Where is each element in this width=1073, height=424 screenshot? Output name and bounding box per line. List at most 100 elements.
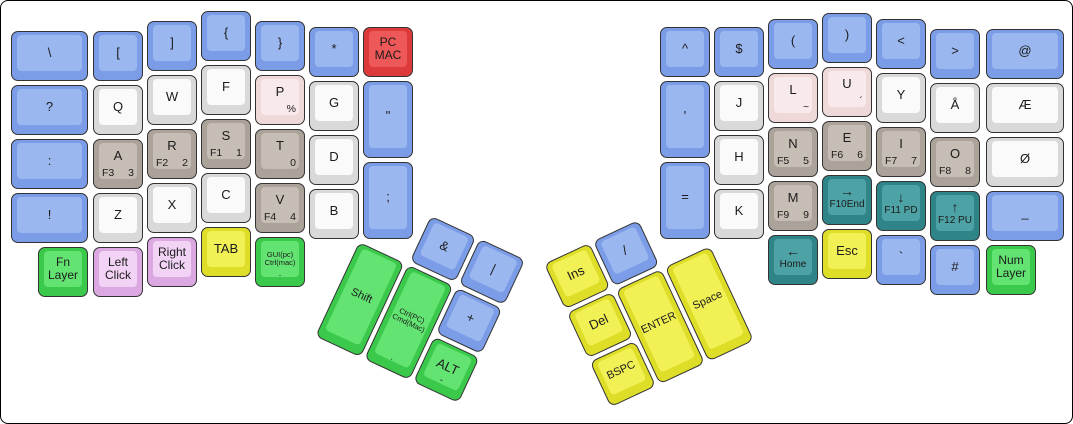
keycap-top: ^: [666, 31, 704, 67]
key-legend: K: [734, 202, 744, 218]
key-open-brace[interactable]: {: [201, 11, 251, 61]
key-open-bracket[interactable]: [: [93, 31, 143, 81]
key-greater-than[interactable]: >: [930, 29, 980, 79]
key-a-ring[interactable]: Å: [930, 83, 980, 133]
key-f[interactable]: F: [201, 65, 251, 115]
keycap-top: GUI(pc)Ctrl(mac).: [261, 241, 299, 278]
key-g[interactable]: G: [309, 81, 359, 131]
key-sublegend-right: 6: [857, 148, 863, 161]
key-asterisk[interactable]: *: [309, 27, 359, 77]
key-legend-line: PC: [379, 35, 397, 50]
key-sublegend-center: F11 PD: [884, 204, 918, 216]
key-legend: V: [275, 192, 285, 208]
keycap-top: !: [17, 197, 82, 233]
key-x[interactable]: X: [147, 183, 197, 233]
key-home[interactable]: ←Home: [768, 235, 818, 285]
key-open-paren[interactable]: (: [768, 19, 818, 69]
key-less-than[interactable]: <: [876, 19, 926, 69]
key-l[interactable]: L~: [768, 73, 818, 123]
key-legend: ': [683, 108, 687, 124]
key-h[interactable]: H: [714, 135, 764, 185]
key-c[interactable]: C: [201, 173, 251, 223]
key-esc[interactable]: Esc: [822, 229, 872, 279]
key-hash[interactable]: #: [930, 245, 980, 295]
keycap-top: |: [468, 244, 519, 294]
key-y[interactable]: Y: [876, 73, 926, 123]
key-f11-pd[interactable]: ↓F11 PD: [876, 181, 926, 231]
key-backtick[interactable]: `: [876, 235, 926, 285]
key-ae[interactable]: Æ: [986, 83, 1064, 133]
key-legend: Y: [896, 86, 906, 102]
keycap-top: P%: [261, 79, 299, 115]
keycap-top: Esc: [828, 233, 866, 269]
key-close-brace[interactable]: }: [255, 21, 305, 71]
key-caret[interactable]: ^: [660, 27, 710, 77]
key-sublegend-left: F2: [156, 156, 169, 169]
key-o-slash[interactable]: Ø: [986, 137, 1064, 187]
keycap-top: TAB: [207, 231, 245, 267]
key-f10-end[interactable]: →F10End: [822, 175, 872, 225]
key-semicolon[interactable]: ;: [363, 162, 413, 239]
keycap-top: ?: [17, 89, 82, 125]
key-d[interactable]: D: [309, 135, 359, 185]
key-legend-line: Layer: [47, 268, 79, 282]
key-dollar[interactable]: $: [714, 27, 764, 77]
keycap-top: →F10End: [828, 179, 866, 215]
key-apostrophe[interactable]: ': [660, 81, 710, 158]
key-w[interactable]: W: [147, 75, 197, 125]
keycap-top: _: [992, 195, 1058, 231]
keycap-top: $: [720, 31, 758, 67]
key-b[interactable]: B: [309, 189, 359, 239]
key-double-quote[interactable]: ": [363, 81, 413, 158]
key-legend: P: [275, 84, 285, 100]
key-at-sign[interactable]: @: [986, 29, 1064, 79]
keycap-top: Ø: [992, 141, 1058, 177]
key-question[interactable]: ?: [11, 85, 88, 135]
key-sublegend-left: F9: [777, 208, 790, 221]
key-tab[interactable]: TAB: [201, 227, 251, 277]
key-legend-line: Left: [107, 255, 128, 270]
key-sublegend-left: F4: [264, 210, 277, 223]
keycap-top: Ins: [551, 249, 601, 298]
key-legend-line: Num: [998, 253, 1024, 268]
keycap-top: BSPC: [596, 346, 647, 396]
key-close-paren[interactable]: ): [822, 13, 872, 63]
key-colon[interactable]: :: [11, 139, 88, 189]
key-p[interactable]: P%: [255, 75, 305, 125]
key-equals[interactable]: =: [660, 162, 710, 239]
key-sublegend-left: F6: [831, 148, 844, 161]
key-legend: ]: [170, 34, 174, 50]
key-legend: ": [385, 108, 391, 124]
key-j[interactable]: J: [714, 81, 764, 131]
key-q[interactable]: Q: [93, 85, 143, 135]
key-k[interactable]: K: [714, 189, 764, 239]
key-close-bracket[interactable]: ]: [147, 21, 197, 71]
key-z[interactable]: Z: [93, 193, 143, 243]
key-u[interactable]: U´: [822, 67, 872, 117]
key-f12-pu[interactable]: ↑F12 PU: [930, 191, 980, 241]
key-underscore[interactable]: _: [986, 191, 1064, 241]
key-backslash[interactable]: \: [11, 31, 88, 81]
key-gui[interactable]: GUI(pc)Ctrl(mac).: [255, 237, 305, 287]
key-legend: Ins: [564, 262, 587, 284]
key-sublegend-left: F1: [210, 146, 223, 159]
key-exclamation[interactable]: !: [11, 193, 88, 243]
